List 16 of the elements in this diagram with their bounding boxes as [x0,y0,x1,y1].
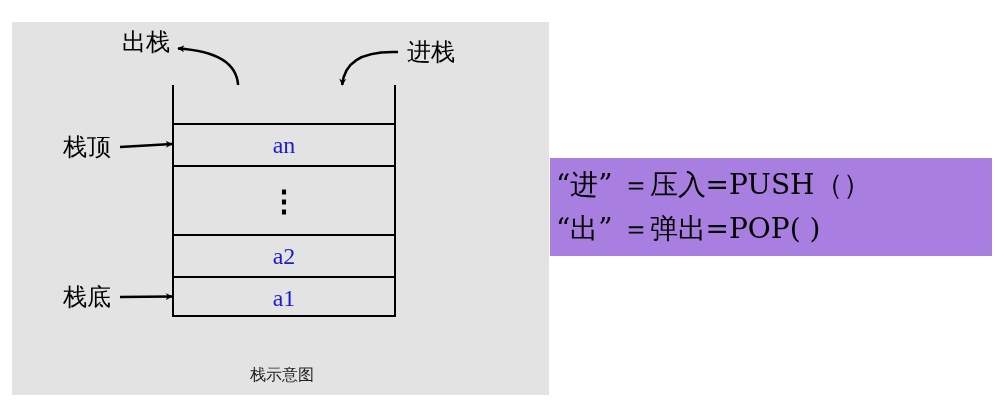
stack-label: 进栈 [398,36,464,68]
definition-text: “进” ＝压入=PUSH（） [556,167,872,203]
definition-text: “出” ＝弹出=POP( ) [556,211,822,247]
caption: 栈示意图 [249,364,315,386]
stack-label: 栈底 [54,281,120,313]
stack-cell: a1 [172,276,396,317]
stack-cell: a2 [172,234,396,276]
stack-container [172,85,396,317]
stack-label: 出栈 [114,26,178,58]
arrow [119,140,173,149]
stack-label: 栈顶 [54,131,120,163]
arrow [339,50,398,86]
stack-cell: an [172,123,396,165]
arrow [120,293,173,301]
arrow [177,45,240,86]
stack-cell-ellipsis: ⋮ [172,165,396,234]
